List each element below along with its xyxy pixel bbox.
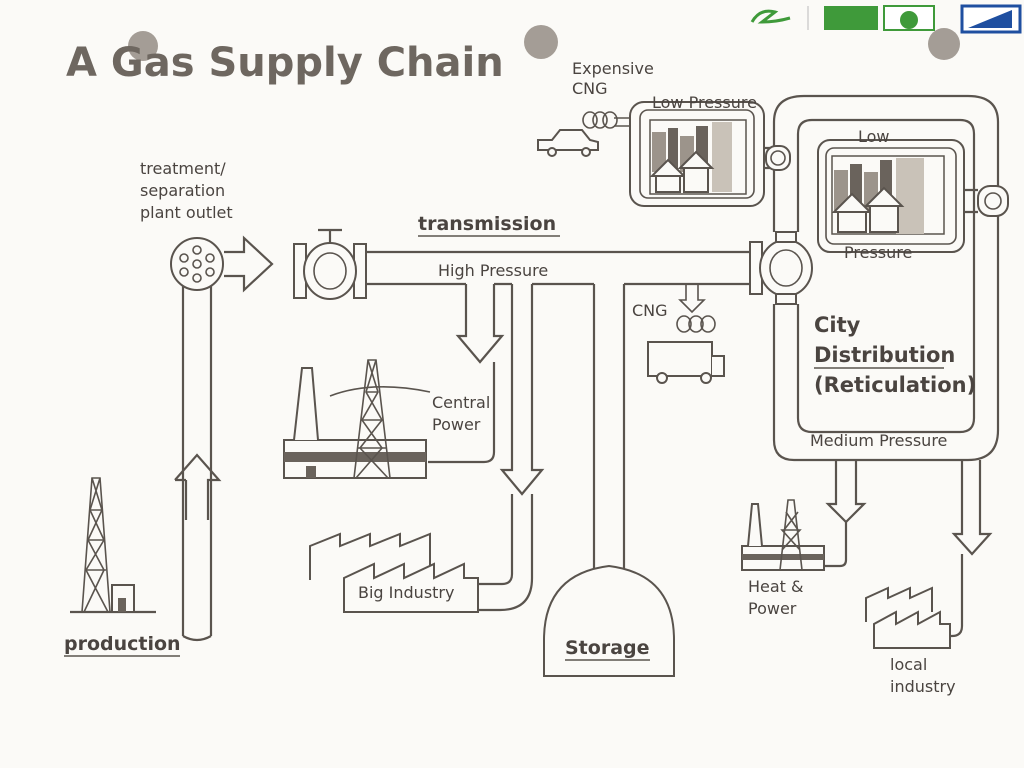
storage-tank-icon — [543, 564, 675, 677]
logo-strip — [750, 4, 1022, 34]
transmission-flow-arrow — [224, 235, 274, 293]
heat-power-label-line1: Heat & — [748, 577, 804, 596]
heat-power-feed-pipe — [824, 522, 848, 568]
central-power-label-line2: Power — [432, 415, 481, 434]
local-industry-feed-pipe — [946, 554, 964, 638]
treatment-label-line3: plant outlet — [140, 203, 233, 222]
city-gate-valve-icon — [749, 231, 813, 305]
green-swoosh-logo — [750, 9, 791, 24]
central-power-feed-pipe — [428, 362, 496, 464]
big-industry-factory-icon — [309, 532, 479, 613]
main-valve-icon — [293, 228, 367, 300]
pressure-label: Pressure — [844, 243, 912, 262]
local-industry-label-line2: industry — [890, 677, 956, 696]
heat-power-branch-arrow — [825, 460, 867, 524]
storage-label: Storage — [565, 637, 650, 659]
city-loop-inner — [796, 118, 976, 434]
low-zone-valve-icon — [977, 185, 1009, 217]
cng-truck-icon — [647, 341, 725, 384]
low-pressure-loop-inner — [639, 109, 755, 199]
city-loop-outer — [772, 94, 1000, 462]
big-industry-branch-arrow — [499, 284, 545, 496]
cng-cylinders-icon — [676, 315, 716, 333]
car-icon — [537, 129, 599, 157]
low-zone-loop-inner — [825, 147, 957, 245]
low-pressure-valve-icon — [765, 145, 791, 171]
production-riser-pipe — [181, 284, 213, 636]
punch-hole — [928, 28, 960, 60]
big-industry-label: Big Industry — [358, 583, 454, 602]
transmission-label: transmission — [418, 213, 556, 235]
punch-hole — [128, 31, 158, 61]
expensive-cng-label-line1: Expensive — [572, 59, 654, 78]
treatment-label-line1: treatment/ — [140, 159, 226, 178]
low-label: Low — [858, 127, 890, 146]
plant-outlet-holes — [179, 245, 215, 283]
green-circle-emblem — [900, 11, 918, 29]
power-station-icon — [283, 359, 431, 479]
production-riser-end — [182, 635, 212, 642]
expensive-cng-label-line2: CNG — [572, 79, 608, 98]
blue-shield-emblem — [968, 10, 1012, 28]
plant-outlet-icon — [170, 237, 224, 291]
local-industry-factory-icon — [865, 586, 951, 649]
medium-pressure-label: Medium Pressure — [810, 431, 947, 450]
green-university-badge — [824, 6, 878, 30]
low-pressure-label: Low Pressure — [652, 93, 757, 112]
high-pressure-label: High Pressure — [438, 261, 548, 280]
local-industry-branch-arrow — [951, 460, 993, 556]
big-industry-feed-pipe — [478, 494, 534, 612]
upflow-arrow — [174, 453, 222, 520]
city-label-line3: (Reticulation) — [814, 373, 976, 397]
storage-feed-pipe — [592, 284, 626, 574]
city-label-line1: City — [814, 313, 861, 337]
central-power-label-line1: Central — [432, 393, 490, 412]
page-title: A Gas Supply Chain — [66, 40, 504, 86]
production-derrick-icon — [70, 477, 156, 614]
cng-label: CNG — [632, 301, 668, 320]
heat-power-station-icon — [741, 499, 825, 571]
transmission-main-pipe — [366, 250, 750, 286]
central-power-branch-arrow — [455, 284, 505, 364]
punch-hole — [524, 25, 558, 59]
expensive-cng-cylinders-icon — [582, 111, 618, 129]
treatment-label-line2: separation — [140, 181, 225, 200]
cng-down-arrow — [678, 284, 706, 314]
local-industry-label-line1: local — [890, 655, 927, 674]
low-zone-connector — [964, 188, 978, 214]
production-label: production — [64, 633, 181, 655]
city-label-line2: Distribution — [814, 343, 955, 367]
housing-area-icon — [831, 155, 945, 235]
heat-power-label-line2: Power — [748, 599, 797, 618]
housing-area-icon — [649, 119, 747, 195]
